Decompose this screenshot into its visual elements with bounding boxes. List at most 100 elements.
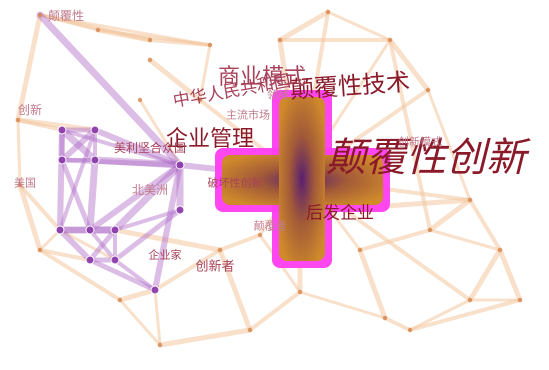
edge-link xyxy=(408,298,522,332)
edge-link-purple xyxy=(58,126,99,164)
edge-link xyxy=(426,88,472,202)
edge-link xyxy=(328,208,362,252)
edge-link-purple xyxy=(59,157,93,233)
edge-link xyxy=(388,38,432,232)
node-dot-purple xyxy=(85,255,95,265)
edge-link xyxy=(15,12,43,123)
edge-link xyxy=(217,247,253,333)
edge-link xyxy=(408,298,472,332)
node-dot-purple xyxy=(57,125,67,135)
node-dot-purple xyxy=(55,225,65,235)
node-dot-purple xyxy=(110,225,120,235)
keyword-destructive-innovation: 破坏性创新 xyxy=(207,176,263,190)
edge-link xyxy=(298,290,387,320)
edge-link-purple xyxy=(92,127,183,168)
hub-layer xyxy=(215,90,390,268)
node-dot-purple xyxy=(175,160,185,170)
edge-link xyxy=(118,298,162,347)
node-dot xyxy=(257,232,263,238)
keyword-innovation-mode: 创新模式 xyxy=(398,135,442,149)
keyword-disruptor: 颠覆者 xyxy=(253,219,287,233)
edge-link-purple xyxy=(111,161,184,234)
keyword-field: 领域 xyxy=(267,88,289,102)
edge-link xyxy=(38,13,212,47)
node-dot xyxy=(247,327,253,333)
node-dot xyxy=(137,97,143,103)
edge-link xyxy=(157,327,253,348)
edge-link-purple xyxy=(86,156,99,234)
edge-link xyxy=(18,183,62,232)
edge-link xyxy=(198,43,212,102)
edge-link xyxy=(387,37,431,93)
edge-link xyxy=(58,228,117,262)
node-dot-purple xyxy=(150,285,160,295)
node-dot-purple xyxy=(90,125,100,135)
edge-link-purple xyxy=(112,207,183,263)
keyword-latecomer: 后发企业 xyxy=(306,203,374,224)
node-dot-purple xyxy=(110,255,120,265)
node-dot xyxy=(15,117,21,123)
edge-link-purple xyxy=(88,228,117,262)
edge-link xyxy=(357,247,388,321)
edge-link-purple xyxy=(58,128,97,232)
edge-link xyxy=(326,10,392,42)
node-dot xyxy=(297,289,303,295)
keyword-disruption: 颠覆性 xyxy=(47,9,85,23)
keyword-enterprise-management: 企业管理 xyxy=(165,127,255,152)
node-dot xyxy=(427,227,433,233)
node-dot xyxy=(357,247,363,253)
edge-link-purple xyxy=(113,208,182,232)
node-dot-purple xyxy=(57,155,67,165)
edge-link xyxy=(428,228,502,252)
node-dot xyxy=(17,182,23,188)
edge-link-purple xyxy=(36,11,184,169)
keyword-innovation: 创新 xyxy=(17,103,43,117)
edge-link xyxy=(218,233,262,252)
node-dot xyxy=(425,87,431,93)
node-dot xyxy=(467,197,473,203)
edge-link xyxy=(277,9,331,43)
edge-link-purple xyxy=(59,127,98,163)
edge-link xyxy=(17,182,43,253)
node-dot xyxy=(217,247,223,253)
node-dot xyxy=(37,12,43,18)
edge-link-purple xyxy=(91,156,184,169)
keyword-disruptive-innovation: 颠覆性创新 xyxy=(326,135,526,181)
node-dot xyxy=(467,297,473,303)
edge-link xyxy=(117,287,158,303)
edge-link-purple xyxy=(152,162,183,293)
node-dot-purple xyxy=(90,155,100,165)
node-dot xyxy=(95,27,101,33)
node-dot xyxy=(117,297,123,303)
edge-link xyxy=(358,228,432,252)
edge-link xyxy=(38,248,122,302)
keyword-mainstream-market: 主流市场 xyxy=(226,108,270,122)
node-dot xyxy=(325,9,331,15)
node-dot xyxy=(277,37,283,43)
hub-core-vertical xyxy=(279,97,325,261)
node-dot xyxy=(157,342,163,348)
node-dot xyxy=(197,97,203,103)
edge-link xyxy=(138,98,182,167)
keyword-north-america: 北美洲 xyxy=(131,183,169,197)
edge-link xyxy=(427,197,473,233)
edge-link-purple xyxy=(87,257,158,293)
edge-link xyxy=(16,118,22,187)
edge-link xyxy=(38,228,62,252)
edge-link-purple xyxy=(57,127,65,233)
node-dot xyxy=(37,247,43,253)
edge-link xyxy=(15,117,98,133)
node-dot xyxy=(382,315,388,321)
edge-link xyxy=(112,227,223,253)
edge-link-purple xyxy=(57,227,93,263)
node-dot xyxy=(407,327,413,333)
edge-link xyxy=(38,248,92,262)
node-dot xyxy=(497,247,503,253)
keyword-commercial-model: 商业模式 xyxy=(217,65,307,90)
node-dot xyxy=(327,207,333,213)
edge-link-purple xyxy=(113,258,157,292)
edge-link xyxy=(248,290,302,332)
keyword-entrepreneur: 企业家 xyxy=(148,248,182,262)
